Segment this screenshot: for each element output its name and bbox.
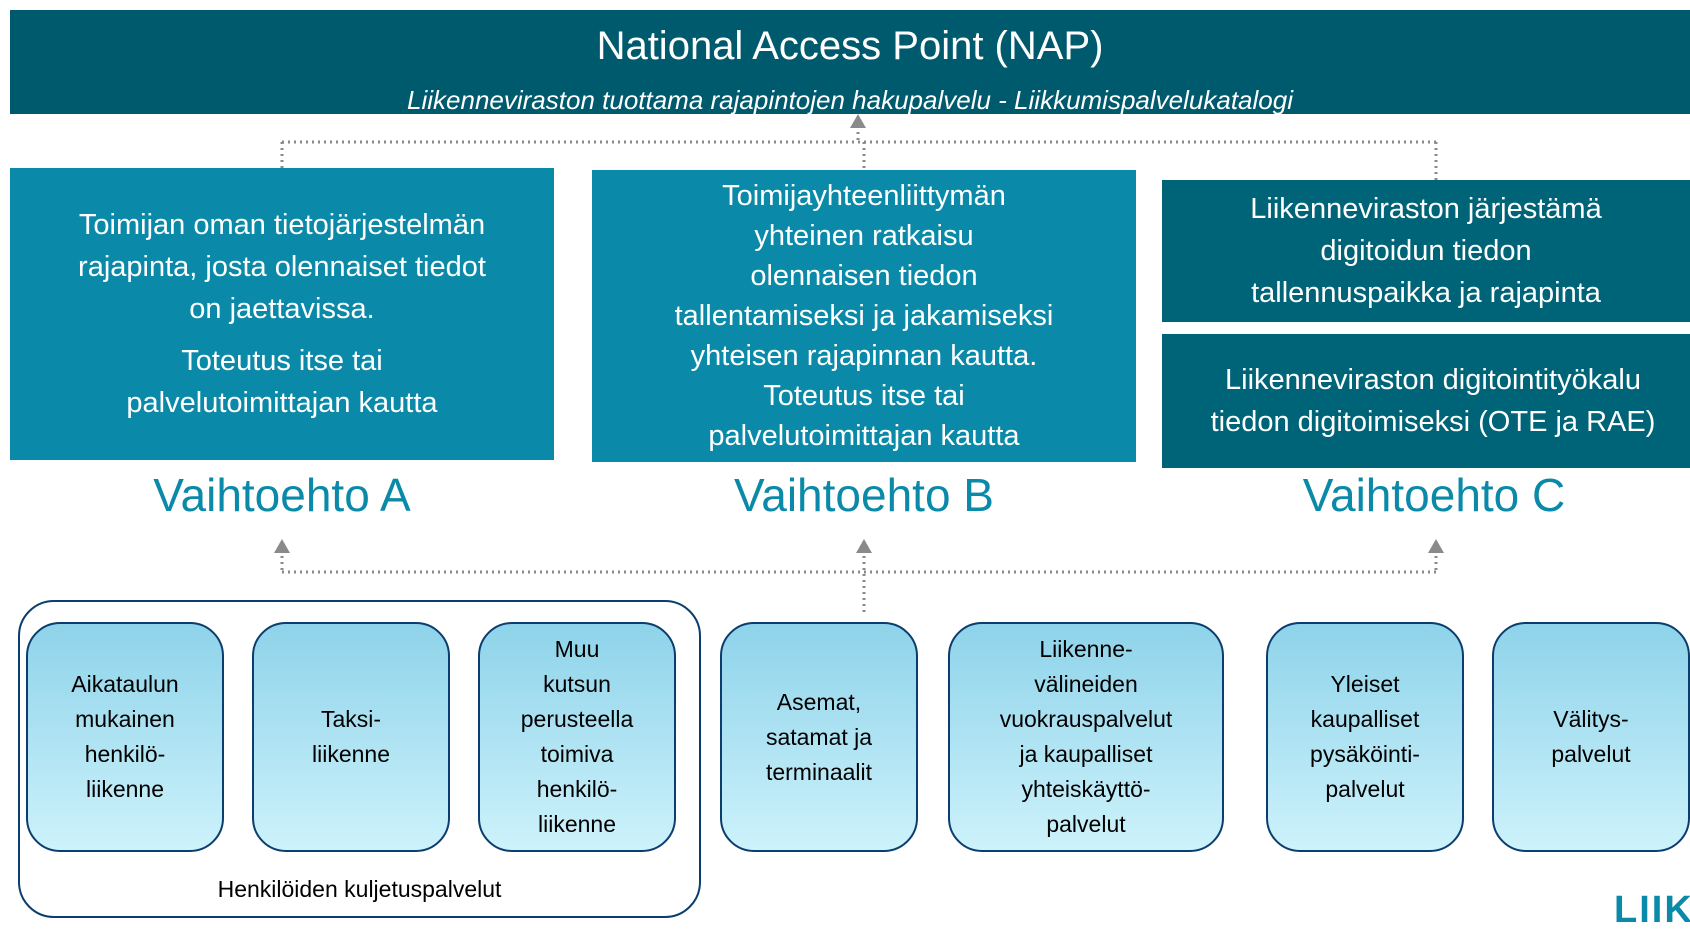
nap-title: National Access Point (NAP) — [596, 24, 1104, 68]
option-c-line: Liikenneviraston digitointityökalu — [1225, 364, 1641, 396]
liikennevirasto-logo: LIIK — [1614, 889, 1690, 931]
service-box: Muu kutsun perusteella toimiva henkilö- … — [478, 622, 676, 852]
service-label: Asemat, satamat ja terminaalit — [765, 688, 873, 785]
service-label: Liikenne- välineiden vuokrauspalvelut ja… — [999, 636, 1173, 837]
nap-subtitle: Liikenneviraston tuottama rajapintojen h… — [407, 85, 1293, 115]
option-c-tool-box: Liikenneviraston digitointityökalu tiedo… — [1162, 334, 1690, 468]
option-c-line: Liikenneviraston järjestämä — [1250, 193, 1602, 225]
service-label: Muu kutsun perusteella toimiva henkilö- … — [520, 636, 634, 837]
option-a-line: on jaettavissa. — [189, 293, 375, 325]
option-c-line: digitoidun tiedon — [1320, 235, 1532, 267]
option-a-line: palvelutoimittajan kautta — [126, 387, 438, 419]
option-c-label: Vaihtoehto C — [1302, 469, 1566, 521]
service-box: Asemat, satamat ja terminaalit — [720, 622, 918, 852]
service-box: Aikataulun mukainen henkilö- liikenne — [26, 622, 224, 852]
transport-services-label: Henkilöiden kuljetuspalvelut — [217, 876, 502, 902]
service-label: Taksi- liikenne — [312, 706, 390, 767]
arrow-to-b — [856, 539, 872, 553]
option-b-line: Toteutus itse tai — [763, 380, 965, 412]
option-b-line: palvelutoimittajan kautta — [708, 420, 1020, 452]
option-b-line: olennaisen tiedon — [750, 260, 978, 292]
option-a-line: Toimijan oman tietojärjestelmän — [78, 209, 486, 241]
option-a-line: rajapinta, josta olennaiset tiedot — [78, 251, 486, 283]
option-c-storage-box: Liikenneviraston järjestämä digitoidun t… — [1162, 180, 1690, 322]
option-b-label: Vaihtoehto B — [733, 469, 994, 521]
nap-header: National Access Point (NAP) Liikennevira… — [10, 10, 1690, 115]
service-box: Välitys- palvelut — [1492, 622, 1690, 852]
service-label: Yleiset kaupalliset pysäköinti- palvelut — [1310, 671, 1420, 802]
service-label: Välitys- palvelut — [1551, 706, 1631, 767]
service-box: Taksi- liikenne — [252, 622, 450, 852]
option-c-line: tallennuspaikka ja rajapinta — [1251, 277, 1601, 309]
option-a-label: Vaihtoehto A — [153, 469, 411, 521]
option-a-box: Toimijan oman tietojärjestelmän rajapint… — [10, 168, 554, 460]
option-b-line: yhteisen rajapinnan kautta. — [690, 340, 1038, 372]
arrow-to-c — [1428, 539, 1444, 553]
option-b-line: Toimijayhteenliittymän — [722, 180, 1006, 212]
option-a-line: Toteutus itse tai — [181, 345, 383, 377]
service-label: Aikataulun mukainen henkilö- liikenne — [71, 671, 179, 802]
option-b-box: Toimijayhteenliittymän yhteinen ratkaisu… — [592, 170, 1136, 462]
option-b-line: tallentamiseksi ja jakamiseksi — [674, 300, 1054, 332]
service-box: Liikenne- välineiden vuokrauspalvelut ja… — [948, 622, 1224, 852]
arrow-to-nap — [850, 114, 866, 128]
arrow-to-a — [274, 539, 290, 553]
option-b-line: yhteinen ratkaisu — [754, 220, 974, 252]
service-box: Yleiset kaupalliset pysäköinti- palvelut — [1266, 622, 1464, 852]
option-c-line: tiedon digitoimiseksi (OTE ja RAE) — [1210, 406, 1656, 438]
